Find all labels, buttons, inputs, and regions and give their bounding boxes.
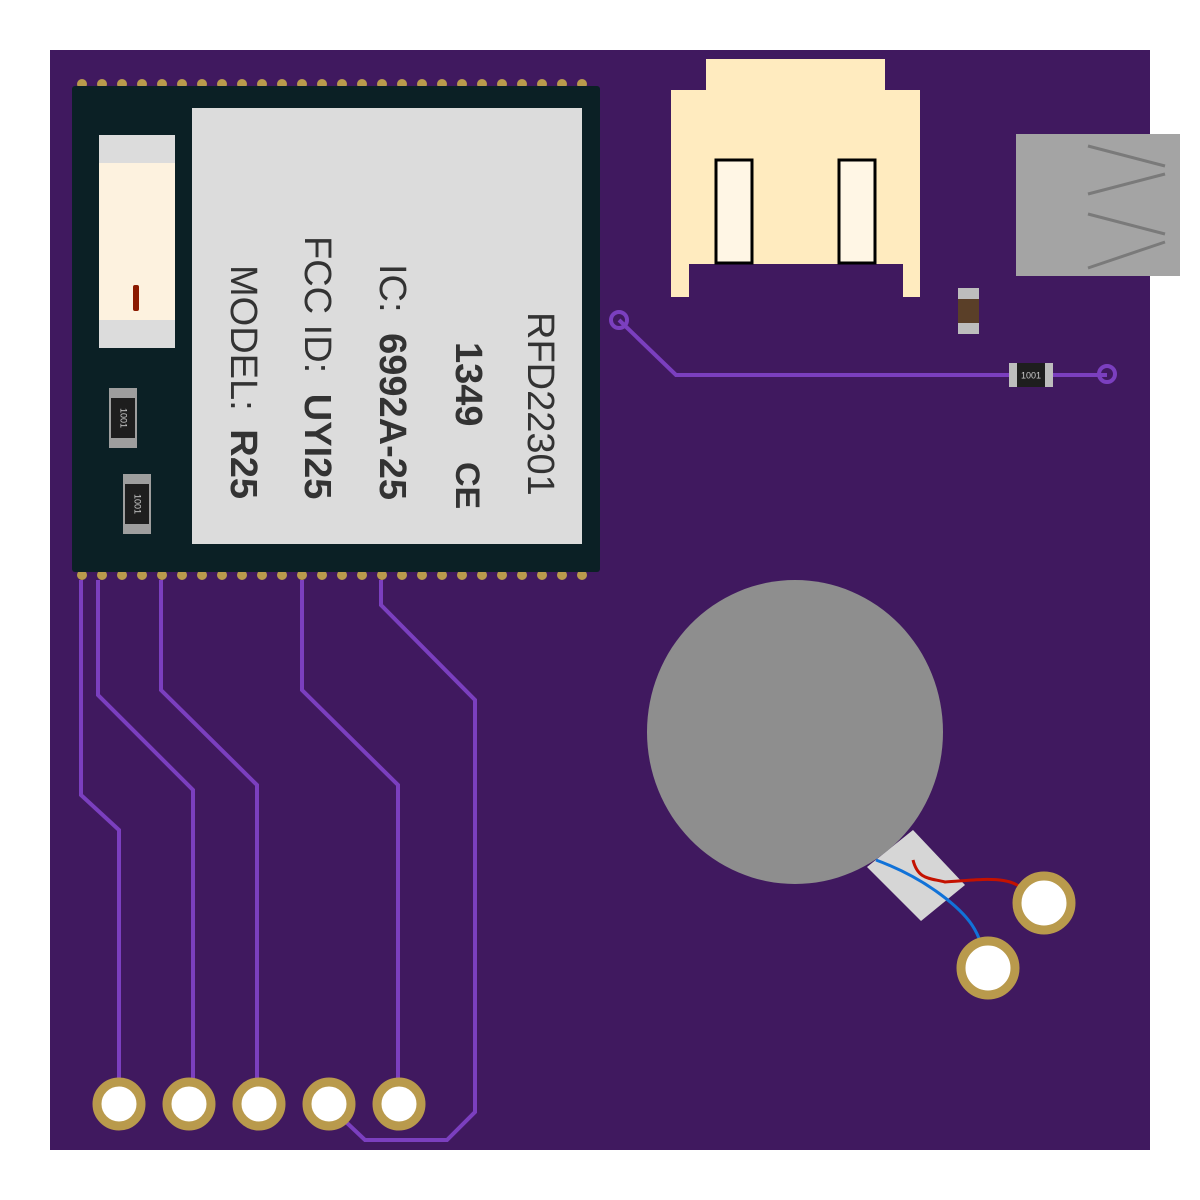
module-pin-bottom bbox=[397, 570, 407, 580]
module-pin-bottom bbox=[117, 570, 127, 580]
trace-6 bbox=[617, 318, 1010, 377]
module-pin-bottom bbox=[137, 570, 147, 580]
svg-text:FCC ID: UYI25: FCC ID: UYI25 bbox=[296, 236, 338, 499]
resistor-r3-label: 1001 bbox=[1021, 370, 1041, 380]
header-pad-5 bbox=[372, 1077, 426, 1131]
traces bbox=[79, 310, 1117, 1142]
motor-pads bbox=[956, 871, 1076, 1000]
module-pin-bottom bbox=[457, 570, 467, 580]
module-shield bbox=[192, 108, 582, 544]
module-pin-bottom bbox=[437, 570, 447, 580]
module-pin-bottom bbox=[357, 570, 367, 580]
module-part-number: RFD22301 bbox=[519, 312, 561, 496]
resistor-r1-label: 1001 bbox=[119, 408, 129, 428]
module-pins-bottom bbox=[77, 570, 587, 580]
module-pin-bottom bbox=[497, 570, 507, 580]
via-1 bbox=[609, 310, 629, 330]
jst-pin-2 bbox=[837, 158, 877, 265]
module-pin-bottom bbox=[97, 570, 107, 580]
header-pad-1 bbox=[92, 1077, 146, 1131]
header-pad-2 bbox=[162, 1077, 216, 1131]
ce-mark: CE bbox=[448, 462, 486, 509]
vibration-motor-icon bbox=[647, 580, 1032, 973]
module-pin-bottom bbox=[257, 570, 267, 580]
trace-3 bbox=[159, 580, 259, 1105]
module-switch bbox=[99, 135, 175, 348]
module-pin-bottom bbox=[537, 570, 547, 580]
module-pin-bottom bbox=[157, 570, 167, 580]
module-pin-bottom bbox=[277, 570, 287, 580]
motor-body bbox=[647, 580, 943, 884]
motor-pad-1 bbox=[1012, 871, 1076, 935]
via-2 bbox=[1097, 364, 1117, 384]
ic-value: 6992A-25 bbox=[371, 333, 413, 500]
svg-text:IC: 6992A-25: IC: 6992A-25 bbox=[371, 264, 413, 500]
module-pin-bottom bbox=[517, 570, 527, 580]
fcc-label: FCC ID: bbox=[296, 236, 338, 373]
resistor-r2-label: 1001 bbox=[133, 494, 143, 514]
usb-connector-icon bbox=[1016, 134, 1180, 276]
module-pin-bottom bbox=[477, 570, 487, 580]
module-pin-bottom bbox=[197, 570, 207, 580]
trace-2 bbox=[96, 580, 195, 1105]
module-pin-bottom bbox=[237, 570, 247, 580]
trace-4 bbox=[300, 580, 400, 1105]
capacitor-icon bbox=[958, 288, 979, 334]
fcc-value: UYI25 bbox=[296, 394, 338, 500]
motor-wire-red bbox=[911, 859, 1032, 901]
module-pin-bottom bbox=[417, 570, 427, 580]
module-code: 1349 bbox=[447, 342, 489, 427]
header-pad-4 bbox=[302, 1077, 356, 1131]
module-pin-bottom bbox=[337, 570, 347, 580]
header-pads bbox=[92, 1077, 426, 1131]
module-pin-bottom bbox=[377, 570, 387, 580]
motor-flex-tab bbox=[867, 830, 965, 921]
module-pin-bottom bbox=[217, 570, 227, 580]
ic-label: IC: bbox=[371, 264, 413, 313]
jst-pin-1 bbox=[714, 158, 754, 265]
resistor-r2: 1001 bbox=[123, 474, 151, 534]
motor-pad-2 bbox=[956, 936, 1020, 1000]
jst-connector-icon bbox=[671, 59, 920, 297]
module-pin-bottom bbox=[297, 570, 307, 580]
resistor-r3: 1001 bbox=[1009, 363, 1053, 387]
resistor-r1: 1001 bbox=[109, 388, 137, 448]
model-value: R25 bbox=[222, 429, 264, 499]
module-pin-bottom bbox=[77, 570, 87, 580]
header-pad-3 bbox=[232, 1077, 286, 1131]
trace-5 bbox=[326, 580, 477, 1142]
module-pin-bottom bbox=[177, 570, 187, 580]
module-pin-bottom bbox=[577, 570, 587, 580]
trace-1 bbox=[79, 580, 121, 1105]
svg-text:MODEL: R25: MODEL: R25 bbox=[222, 265, 264, 499]
model-label: MODEL: bbox=[222, 265, 264, 411]
module-label: RFD22301 1349 CE IC: 6992A-25 FCC ID: UY… bbox=[222, 236, 561, 509]
module-pin-bottom bbox=[317, 570, 327, 580]
module-pin-bottom bbox=[557, 570, 567, 580]
